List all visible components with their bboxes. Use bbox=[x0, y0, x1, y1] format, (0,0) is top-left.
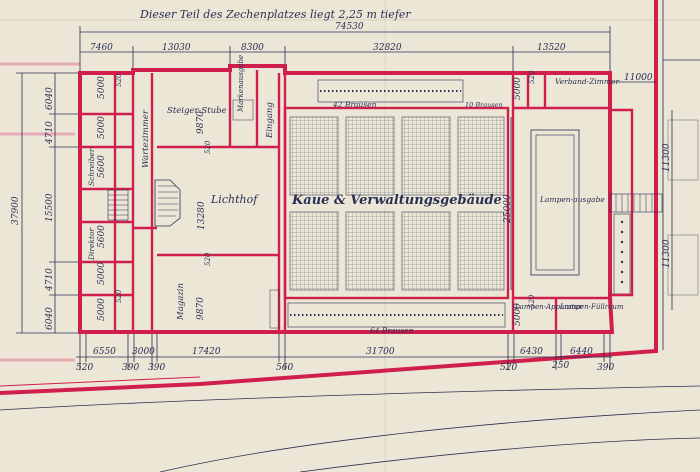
top-shower-row bbox=[317, 79, 464, 103]
room-steiger-val: 9870 bbox=[196, 111, 206, 134]
dim-total-top: 74530 bbox=[335, 22, 364, 32]
dim-bottom-17420: 17420 bbox=[192, 347, 221, 357]
lamp-rack-dots bbox=[620, 220, 624, 284]
right-yard-box bbox=[667, 119, 699, 181]
dim-ticks-top bbox=[79, 26, 611, 72]
dim-bottom-6430: 6430 bbox=[520, 347, 543, 357]
dim-left-5: 6040 bbox=[45, 307, 55, 330]
dim-bottom-520-b: 520 bbox=[500, 363, 517, 373]
locker-grid bbox=[289, 116, 505, 291]
dim-inner-520-a: 520 bbox=[115, 73, 123, 87]
central-stair bbox=[154, 179, 181, 227]
room-wartezimmer: Wartezimmer bbox=[141, 109, 151, 168]
site-contour-line bbox=[159, 409, 700, 472]
lampenausgabe-counter bbox=[530, 129, 580, 276]
room-lampenapparatur: Lampen-Apparatur bbox=[514, 303, 583, 311]
dim-top-2: 13030 bbox=[162, 43, 191, 53]
markenausgabe-counter bbox=[232, 99, 254, 121]
dim-ticks-left bbox=[16, 72, 80, 334]
dim-top-5: 13520 bbox=[537, 43, 566, 53]
property-boundary-line bbox=[0, 0, 658, 395]
dim-top-4: 32820 bbox=[373, 43, 402, 53]
dim-inner-520-c: 520 bbox=[204, 140, 212, 154]
dim-bottom-560: 560 bbox=[276, 363, 293, 373]
dim-inner-5600-a: 5600 bbox=[97, 155, 107, 178]
label-brausen-top: 42 Brausen bbox=[332, 100, 377, 109]
dim-center-25000: 25000 bbox=[503, 194, 513, 224]
dim-left-3: 15500 bbox=[45, 193, 55, 222]
dim-inner-520-d: 520 bbox=[204, 252, 212, 266]
dim-right-top: 11000 bbox=[624, 73, 653, 83]
dim-inner-520-b: 520 bbox=[115, 289, 123, 303]
dim-inner-5000-b: 5000 bbox=[97, 116, 107, 139]
dim-left-1: 6040 bbox=[45, 87, 55, 110]
room-direktor: Direktor bbox=[87, 227, 96, 261]
room-magazin: Magazin bbox=[176, 283, 186, 321]
dim-bottom-6440: 6440 bbox=[570, 347, 593, 357]
building-label: Kaue & Verwaltungsgebäude bbox=[291, 193, 502, 208]
room-schreiber: Schreiber bbox=[87, 148, 96, 186]
dim-inner-520-f: 520 bbox=[528, 294, 536, 308]
dim-inner-5600-b: 5600 bbox=[97, 225, 107, 248]
right-yard-box bbox=[667, 234, 699, 296]
dim-left-2: 4710 bbox=[45, 121, 55, 145]
label-brausen-bottom: 64 Brausen bbox=[370, 326, 414, 335]
dim-ticks-bottom bbox=[79, 332, 611, 370]
dim-right-1: 11300 bbox=[662, 143, 672, 172]
dim-bottom-31700: 31700 bbox=[366, 347, 395, 357]
dim-bottom-3000: 3000 bbox=[132, 347, 155, 357]
room-lichthof-val: 13280 bbox=[197, 201, 207, 230]
rear-stair bbox=[269, 289, 280, 329]
room-verbandzimmer: Verband-Zimmer bbox=[555, 77, 619, 86]
dim-bottom-6550: 6550 bbox=[93, 347, 116, 357]
left-wing-wall bbox=[78, 71, 135, 334]
dim-bottom-390-b: 390 bbox=[148, 363, 165, 373]
dim-inner-5000-c: 5000 bbox=[97, 262, 107, 285]
dim-inner-520-e: 520 bbox=[528, 70, 536, 84]
room-markenausgabe: Markenausgabe bbox=[237, 55, 245, 113]
right-yard-line bbox=[662, 0, 700, 350]
boundary-inner-line bbox=[0, 376, 201, 387]
label-brausen-top-small: 10 Brausen bbox=[465, 101, 503, 109]
room-lichthof: Lichthof bbox=[210, 193, 259, 206]
dim-inner-5000-e: 5000 bbox=[513, 77, 523, 100]
site-contour-line bbox=[0, 385, 700, 411]
right-stair bbox=[609, 193, 663, 213]
site-contour-line bbox=[299, 437, 700, 472]
dim-right-2: 11300 bbox=[662, 239, 672, 268]
right-annex-wall bbox=[610, 108, 634, 297]
dim-left-total: 37900 bbox=[11, 196, 21, 225]
dim-top-3: 8300 bbox=[241, 43, 264, 53]
dim-left-4: 4710 bbox=[45, 268, 55, 292]
dim-bottom-390-c: 390 bbox=[597, 363, 614, 373]
room-lampenausgabe: Lampen-ausgabe bbox=[539, 195, 605, 204]
room-eingang: Eingang bbox=[265, 102, 275, 139]
room-magazin-val: 9870 bbox=[196, 297, 206, 320]
left-stair-steps bbox=[108, 194, 128, 216]
dim-top-1: 7460 bbox=[90, 43, 113, 53]
dim-bottom-250: 250 bbox=[551, 361, 569, 371]
right-stair-steps bbox=[615, 194, 653, 212]
dim-bottom-390-a: 390 bbox=[122, 363, 139, 373]
dim-inner-5000-a: 5000 bbox=[97, 76, 107, 99]
outer-wall bbox=[78, 64, 615, 334]
dim-inner-5000-d: 5000 bbox=[97, 298, 107, 321]
lampenausgabe-inner bbox=[535, 134, 575, 271]
room-lampenfuellraum: Lampen-Füllraum bbox=[559, 303, 624, 311]
dim-inner-5000-f: 5000 bbox=[513, 303, 523, 326]
central-stair-steps bbox=[158, 185, 178, 217]
room-steiger-stube: Steiger-Stube bbox=[167, 106, 227, 116]
header-note: Dieser Teil des Zechenplatzes liegt 2,25… bbox=[139, 8, 411, 21]
dim-bottom-520-a: 520 bbox=[76, 363, 93, 373]
bottom-shower-row bbox=[287, 302, 506, 328]
